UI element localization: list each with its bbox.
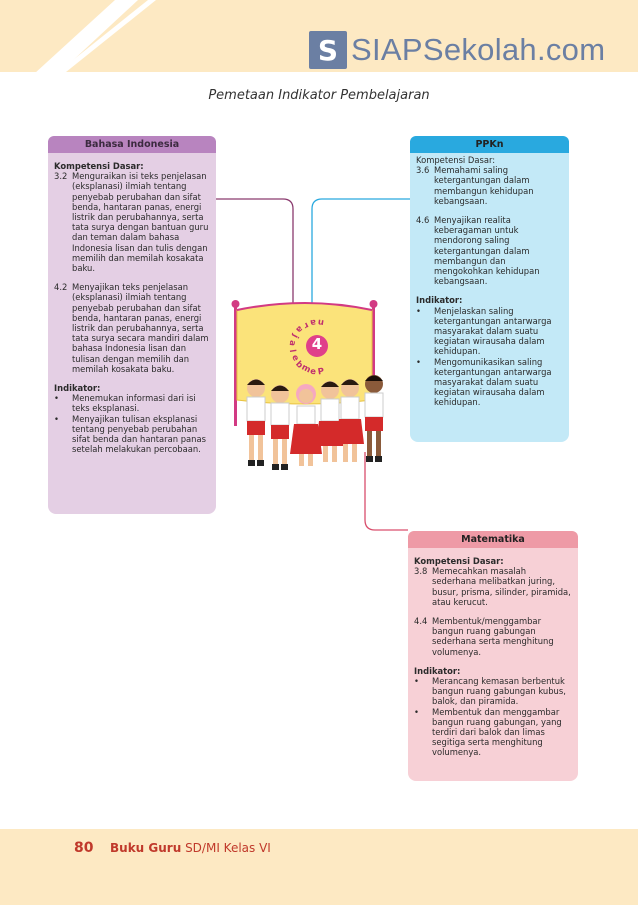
list-item: •Menyajikan tulisan eksplanasi tentang p… — [54, 413, 206, 455]
card-title: Matematika — [408, 531, 578, 548]
kd-label: Kompetensi Dasar: — [54, 161, 144, 171]
kd-label: Kompetensi Dasar: — [414, 556, 504, 566]
class-illustration — [231, 300, 384, 470]
page-number: 80 — [74, 840, 94, 856]
page-title: Pemetaan Indikator Pembelajaran — [208, 88, 430, 103]
logo-s-icon: S — [309, 31, 347, 69]
list-item: •Mengomunikasikan saling ketergantungan … — [416, 356, 552, 408]
card-title: Bahasa Indonesia — [48, 136, 216, 153]
list-item: •Merancang kemasan berbentuk bangun ruan… — [414, 676, 566, 707]
decorative-stripes — [0, 0, 156, 128]
indikator-label: Indikator: — [416, 295, 463, 306]
list-item: •Menjelaskan saling ketergantungan antar… — [416, 305, 552, 357]
logo-text: SIAPSekolah.com — [351, 32, 606, 67]
book-label: Buku Guru SD/MI Kelas VI — [110, 841, 271, 855]
book-label-bold: Buku Guru — [110, 841, 182, 855]
book-label-rest: SD/MI Kelas VI — [181, 841, 271, 855]
indikator-label: Indikator: — [414, 665, 461, 676]
card-title: PPKn — [410, 136, 569, 153]
banner-number: 4 — [311, 335, 323, 353]
list-item: •Membentuk dan menggambar bangun ruang g… — [414, 706, 562, 758]
indikator-label: Indikator: — [54, 383, 101, 394]
kd-label: Kompetensi Dasar: — [416, 155, 496, 165]
site-logo[interactable]: S SIAPSekolah.com — [309, 30, 605, 70]
list-item: •Menemukan informasi dari isi teks ekspl… — [54, 393, 196, 414]
footer-band — [0, 829, 638, 905]
